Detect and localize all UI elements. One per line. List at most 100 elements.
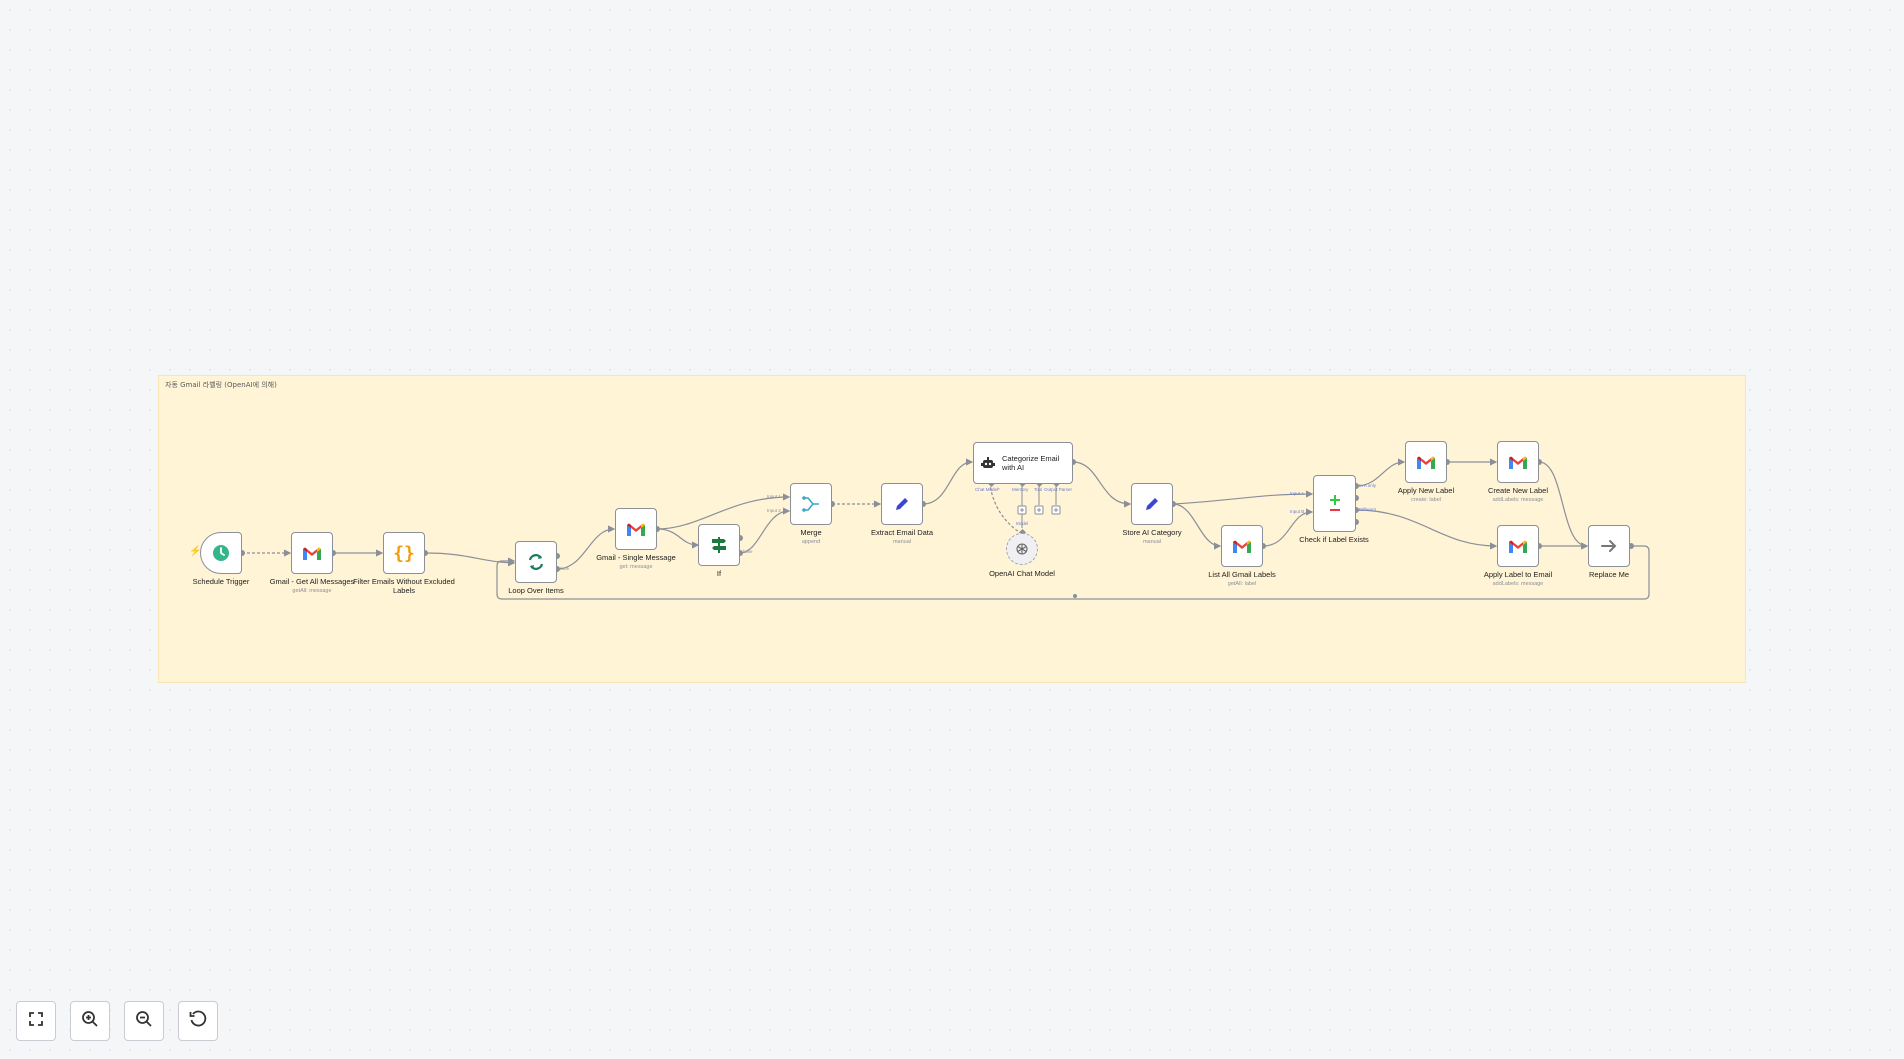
node-sublabel: addLabels: message — [1492, 581, 1544, 587]
node-label: Schedule Trigger — [192, 577, 250, 586]
edge-openai-agent — [989, 483, 1023, 535]
edge-filter-loop — [424, 552, 516, 567]
gmail-icon — [1508, 539, 1528, 554]
node-label: List All Gmail Labels — [1208, 570, 1276, 579]
port-label: done — [559, 566, 570, 571]
node-label: Gmail - Get All Messages — [269, 577, 355, 586]
edge-list-check — [1262, 508, 1314, 547]
port-label: false — [743, 549, 753, 554]
reset-zoom-button[interactable] — [178, 1001, 218, 1041]
node-sublabel: create: label — [1411, 497, 1441, 503]
port-label: Different — [1359, 507, 1376, 512]
port-label: Input 1 — [767, 494, 781, 499]
node-filter-emails[interactable]: {} — [383, 532, 425, 574]
fit-view-button[interactable] — [16, 1001, 56, 1041]
merge-icon — [801, 494, 821, 514]
gmail-icon — [626, 522, 646, 537]
edge-store-check — [1172, 490, 1314, 505]
node-label: Create New Label — [1487, 486, 1549, 495]
node-label: Loop Over Items — [508, 586, 564, 595]
arrow-right-icon — [1600, 537, 1618, 555]
fit-view-icon — [28, 1011, 44, 1032]
node-label: Apply Label to Email — [1483, 570, 1553, 579]
node-apply-label-to-email[interactable] — [1497, 525, 1539, 567]
node-label: Extract Email Data — [870, 528, 934, 537]
edge-single-merge — [656, 493, 791, 530]
edge-loop-single — [556, 525, 616, 570]
edge-check-applynew — [1355, 458, 1406, 487]
port-label: Model — [1016, 521, 1029, 526]
node-label: Gmail - Single Message — [596, 553, 676, 562]
gmail-icon — [1416, 455, 1436, 470]
node-sublabel: getAll: message — [292, 588, 332, 594]
openai-icon — [1015, 542, 1029, 556]
node-label: Filter Emails Without Excluded Labels — [353, 577, 455, 595]
zoom-in-icon — [81, 1010, 99, 1033]
port-label: Input B — [1290, 509, 1305, 514]
node-extract-email-data[interactable] — [881, 483, 923, 525]
edge-agent-store — [1072, 461, 1132, 508]
robot-icon — [980, 455, 996, 471]
signpost-icon — [710, 536, 728, 554]
zoom-out-button[interactable] — [124, 1001, 164, 1041]
edge-replace-loop-back — [496, 545, 1650, 600]
zoom-out-icon — [135, 1010, 153, 1033]
node-sublabel: addLabels: message — [1492, 497, 1544, 503]
pencil-icon — [893, 495, 911, 513]
node-sublabel: getAll: label — [1227, 581, 1257, 587]
port-label: Tool — [1034, 487, 1043, 492]
node-schedule-trigger[interactable] — [200, 532, 242, 574]
port-label: In A only — [1359, 483, 1377, 488]
edge-if-merge — [739, 507, 791, 554]
node-check-label-exists[interactable] — [1313, 475, 1356, 532]
node-store-ai-category[interactable] — [1131, 483, 1173, 525]
pencil-icon — [1143, 495, 1161, 513]
node-gmail-get-all[interactable] — [291, 532, 333, 574]
node-label: Categorize Email with AI — [1002, 454, 1060, 472]
loop-icon — [526, 552, 546, 572]
node-create-new-label[interactable] — [1497, 441, 1539, 483]
port-label: Input 2 — [767, 508, 781, 513]
gmail-icon — [1232, 539, 1252, 554]
gmail-icon — [302, 546, 322, 561]
node-sublabel: append — [801, 539, 821, 545]
node-categorize-email-ai[interactable]: Categorize Email with AI — [973, 442, 1073, 484]
edge-check-applylabel — [1355, 509, 1498, 550]
node-sublabel: get: message — [619, 564, 653, 570]
node-merge[interactable] — [790, 483, 832, 525]
node-apply-new-label[interactable] — [1405, 441, 1447, 483]
node-label: OpenAI Chat Model — [989, 569, 1055, 578]
sticky-note-title: 자동 Gmail 라벨링 (OpenAI에 의해) — [165, 381, 277, 389]
edge-create-replace — [1538, 461, 1589, 550]
clock-icon — [212, 544, 230, 562]
node-list-gmail-labels[interactable] — [1221, 525, 1263, 567]
node-label: Replace Me — [1588, 570, 1630, 579]
port-label: Memory — [1012, 487, 1029, 492]
edge-single-if — [656, 528, 700, 549]
reset-icon — [189, 1010, 207, 1033]
port-label: Chat Model* — [975, 487, 1000, 492]
trigger-bolt-icon: ⚡ — [189, 546, 202, 557]
node-openai-chat-model[interactable] — [1006, 533, 1038, 565]
node-label: Merge — [800, 528, 822, 537]
code-braces-icon: {} — [393, 542, 415, 564]
port-label: Output Parser — [1044, 487, 1073, 492]
sticky-note[interactable]: 자동 Gmail 라벨링 (OpenAI에 의해) — [158, 375, 1746, 683]
edge-extract-agent — [922, 458, 974, 505]
node-sublabel: manual — [892, 539, 912, 545]
node-label: Apply New Label — [1397, 486, 1455, 495]
node-if[interactable] — [698, 524, 740, 566]
node-loop-over-items[interactable] — [515, 541, 557, 583]
zoom-in-button[interactable] — [70, 1001, 110, 1041]
node-replace-me[interactable] — [1588, 525, 1630, 567]
gmail-icon — [1508, 455, 1528, 470]
compare-icon — [1327, 493, 1343, 515]
node-label: Check if Label Exists — [1299, 535, 1369, 544]
node-label: If — [716, 569, 722, 578]
node-gmail-single[interactable] — [615, 508, 657, 550]
node-sublabel: manual — [1142, 539, 1162, 545]
node-label: Store AI Category — [1122, 528, 1182, 537]
edge-store-list — [1172, 503, 1222, 550]
